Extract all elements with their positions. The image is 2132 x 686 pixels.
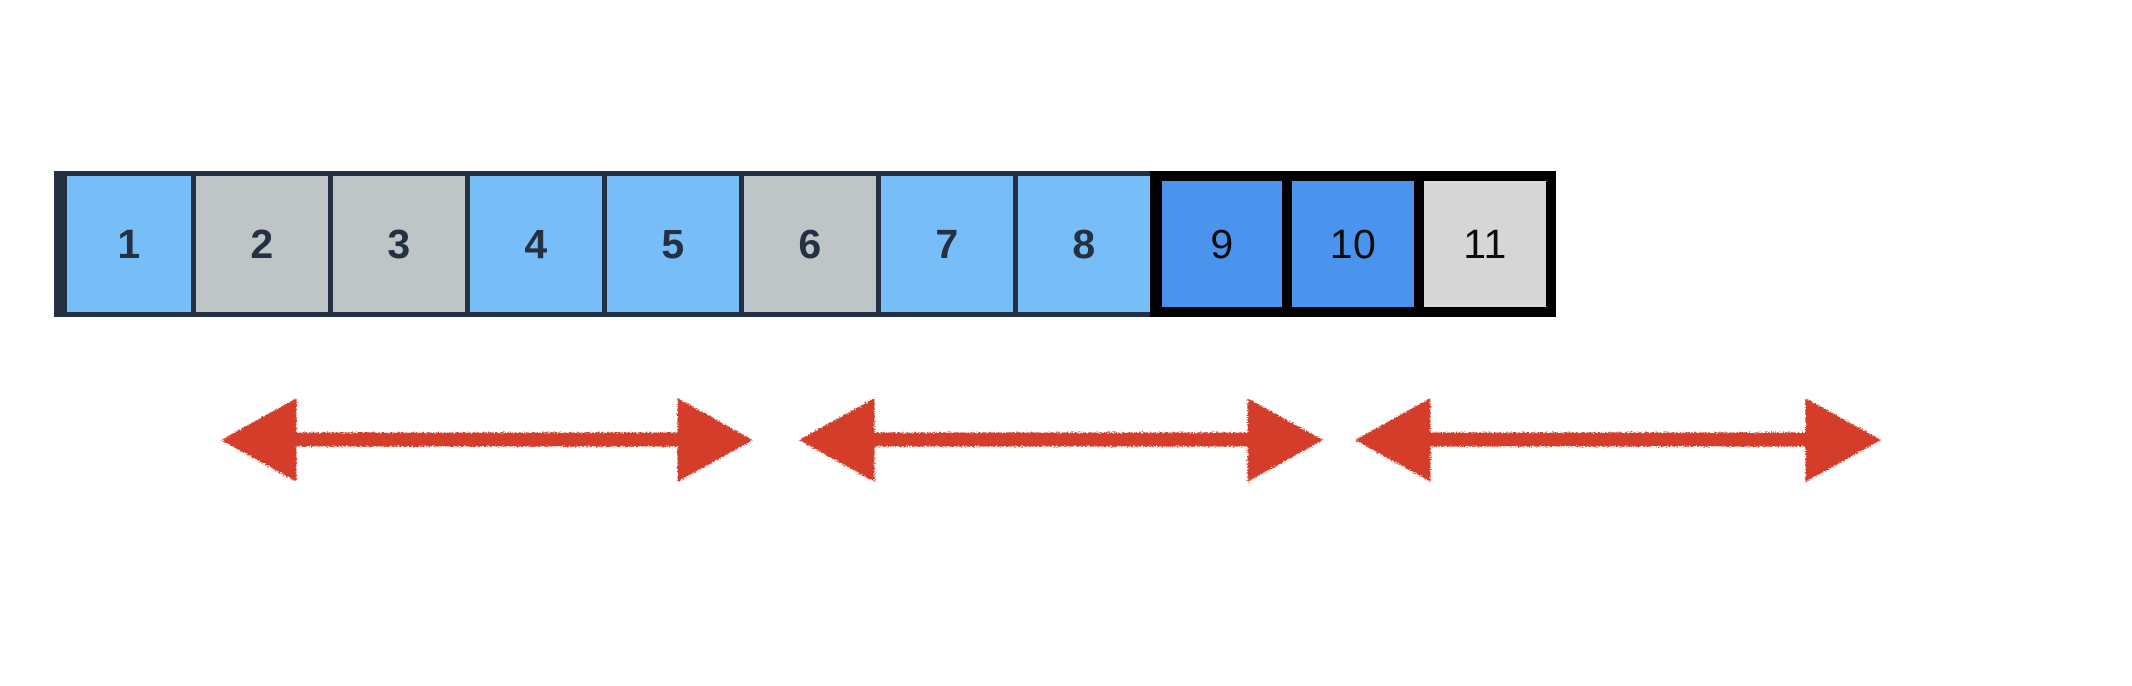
array-cell-label: 6	[798, 220, 822, 267]
array-cell-11[interactable]: 11	[1414, 171, 1556, 317]
array-cell-5[interactable]: 5	[602, 171, 744, 317]
array-cell-9[interactable]: 9	[1150, 171, 1292, 317]
array-cell-8[interactable]: 8	[1013, 171, 1155, 317]
range-arrow-1	[220, 398, 754, 482]
array-cell-1[interactable]: 1	[54, 171, 196, 317]
array-cell-label: 1	[117, 220, 141, 267]
array-cell-label: 3	[387, 220, 411, 267]
array-strip: 1 2 3 4 5 6 7 8 9 10 11	[54, 171, 1556, 317]
array-cell-label: 9	[1210, 220, 1234, 267]
array-cell-label: 5	[661, 220, 685, 267]
array-cell-label: 4	[524, 220, 548, 267]
range-arrow-2	[798, 398, 1324, 482]
array-cell-10[interactable]: 10	[1282, 171, 1424, 317]
array-cell-2[interactable]: 2	[191, 171, 333, 317]
array-cell-label: 7	[935, 220, 959, 267]
array-cell-6[interactable]: 6	[739, 171, 881, 317]
array-cell-label: 11	[1463, 220, 1507, 267]
array-cell-3[interactable]: 3	[328, 171, 470, 317]
array-cell-label: 10	[1329, 220, 1377, 267]
array-cell-7[interactable]: 7	[876, 171, 1018, 317]
array-cell-label: 8	[1072, 220, 1096, 267]
range-arrow-3	[1354, 398, 1882, 482]
array-cell-label: 2	[250, 220, 274, 267]
array-cell-4[interactable]: 4	[465, 171, 607, 317]
